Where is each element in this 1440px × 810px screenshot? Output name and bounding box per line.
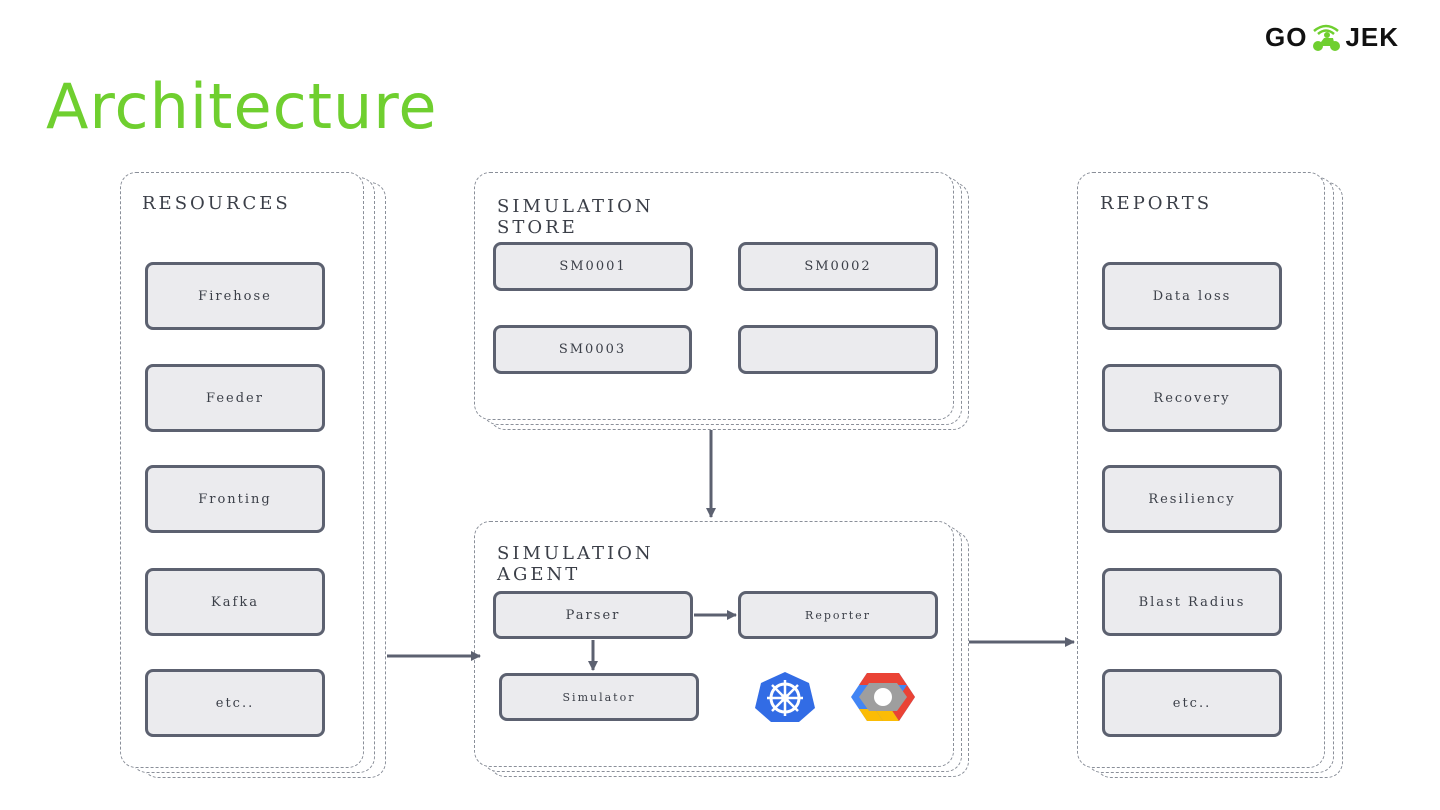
report-data-loss: Data loss bbox=[1102, 262, 1282, 330]
gojek-logo: GO JEK bbox=[1265, 22, 1399, 53]
resource-kafka: Kafka bbox=[145, 568, 325, 636]
reports-title: REPORTS bbox=[1100, 193, 1213, 214]
resources-title: RESOURCES bbox=[142, 193, 291, 214]
resource-fronting: Fronting bbox=[145, 465, 325, 533]
simulation-agent-title: SIMULATION AGENT bbox=[497, 543, 654, 585]
google-cloud-icon bbox=[851, 673, 915, 721]
report-etc: etc.. bbox=[1102, 669, 1282, 737]
simulation-agent-frame bbox=[474, 521, 954, 767]
resource-etc: etc.. bbox=[145, 669, 325, 737]
agent-reporter: Reporter bbox=[738, 591, 938, 639]
simulation-store-frame bbox=[474, 172, 954, 420]
agent-parser: Parser bbox=[493, 591, 693, 639]
store-item-empty bbox=[738, 325, 938, 374]
report-blast-radius: Blast Radius bbox=[1102, 568, 1282, 636]
logo-text-left: GO bbox=[1265, 22, 1308, 52]
store-item-sm0003: SM0003 bbox=[493, 325, 692, 374]
store-item-sm0001: SM0001 bbox=[493, 242, 693, 291]
slide-title: Architecture bbox=[46, 70, 438, 143]
agent-simulator: Simulator bbox=[499, 673, 699, 721]
simulation-store-title: SIMULATION STORE bbox=[497, 196, 654, 238]
report-resiliency: Resiliency bbox=[1102, 465, 1282, 533]
resource-feeder: Feeder bbox=[145, 364, 325, 432]
report-recovery: Recovery bbox=[1102, 364, 1282, 432]
kubernetes-icon bbox=[755, 672, 815, 722]
resource-firehose: Firehose bbox=[145, 262, 325, 330]
store-item-sm0002: SM0002 bbox=[738, 242, 938, 291]
logo-text-right: JEK bbox=[1345, 22, 1400, 52]
scooter-icon bbox=[1313, 24, 1341, 51]
